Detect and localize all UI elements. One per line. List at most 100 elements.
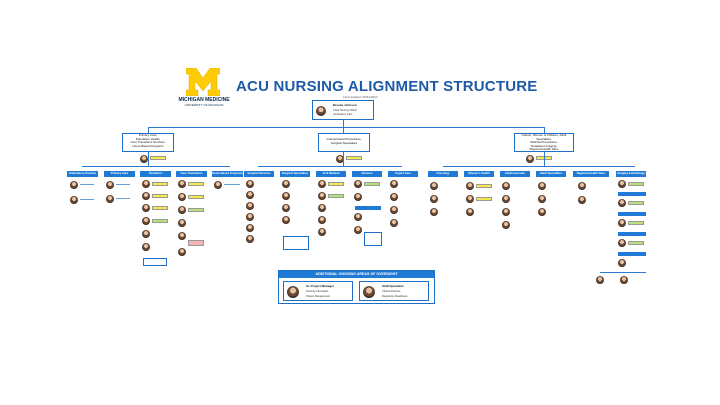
connector-horizontal — [148, 127, 544, 128]
connector — [148, 127, 149, 133]
oversight-name: Staff Specialist — [382, 284, 404, 288]
oversight-card: Sr. Project Manager Nursing Informatics … — [283, 281, 353, 301]
leader-photo — [316, 106, 326, 116]
staff-photo — [538, 195, 546, 203]
oversight-name: Sr. Project Manager — [306, 284, 335, 288]
connector-horizontal — [82, 166, 230, 167]
division-box-procedures: Interventional Procedures, Surgical Spec… — [318, 133, 370, 152]
connector — [343, 127, 344, 133]
connector-horizontal — [443, 166, 635, 167]
staff-badge — [364, 182, 380, 186]
staff-photo — [282, 216, 290, 224]
staff-photo — [318, 204, 326, 212]
connector — [148, 152, 149, 166]
staff-photo — [618, 199, 626, 207]
staff-photo — [142, 192, 150, 200]
staff-photo — [142, 204, 150, 212]
staff-photo — [618, 180, 626, 188]
staff-photo — [318, 180, 326, 188]
staff-photo — [282, 180, 290, 188]
director-badge — [346, 156, 362, 160]
staff-text — [80, 199, 94, 200]
staff-photo — [142, 230, 150, 238]
staff-photo — [538, 182, 546, 190]
staff-photo — [282, 192, 290, 200]
column-header: Urgent Care — [388, 171, 418, 177]
column-header: Primary Care — [104, 171, 135, 177]
connector — [343, 152, 344, 166]
director-photo — [526, 155, 534, 163]
column-header: Cardiovascular — [500, 171, 530, 177]
staff-photo — [246, 191, 254, 199]
staff-photo — [287, 286, 299, 298]
staff-photo — [246, 224, 254, 232]
staff-photo — [178, 232, 186, 240]
division-line: Cancer, Women & Children, Adult Specialt… — [521, 133, 567, 141]
staff-photo — [318, 192, 326, 200]
sub-header — [618, 252, 646, 256]
page-title: ACU NURSING ALIGNMENT STRUCTURE — [236, 78, 538, 95]
division-line: Regional Health Sites — [529, 147, 559, 152]
staff-photo — [578, 196, 586, 204]
staff-photo — [430, 208, 438, 216]
division-line: Home Based Programs — [132, 143, 164, 148]
staff-text — [224, 184, 240, 185]
staff-badge — [152, 219, 168, 223]
staff-photo — [390, 180, 398, 188]
staff-badge — [476, 197, 492, 201]
staff-photo — [70, 181, 78, 189]
staff-photo — [363, 286, 375, 298]
top-leader-box: Brooke Johnson Chief Nursing Officer Amb… — [312, 100, 374, 120]
staff-photo — [466, 182, 474, 190]
sub-header — [618, 192, 646, 196]
staff-badge — [628, 201, 644, 205]
column-header: Ambulatory Practice — [67, 171, 98, 177]
oversight-detail: Project Management — [306, 295, 330, 298]
staff-badge — [188, 182, 204, 186]
note-box — [143, 258, 167, 266]
additional-oversight-box: ADDITIONAL ONGOING AREAS OF OVERSIGHT Sr… — [278, 270, 435, 304]
division-box-primary-care: Primary Care, Population Health, Care Tr… — [122, 133, 174, 152]
staff-photo — [142, 217, 150, 225]
staff-photo — [502, 208, 510, 216]
leader-unit: Ambulatory Care — [333, 113, 353, 116]
staff-photo — [354, 193, 362, 201]
column-header: GI & Medical Procedures — [316, 171, 346, 177]
connector — [544, 127, 545, 133]
staff-badge — [188, 208, 204, 212]
column-header: Surgical Services — [244, 171, 274, 177]
staff-photo — [246, 180, 254, 188]
staff-badge — [328, 194, 344, 198]
column-header: Regional Health Sites — [573, 171, 609, 177]
sub-header — [618, 212, 646, 216]
staff-photo — [502, 182, 510, 190]
staff-photo — [390, 193, 398, 201]
leader-role: Chief Nursing Officer — [333, 109, 358, 112]
staff-text — [116, 184, 130, 185]
additional-oversight-title: ADDITIONAL ONGOING AREAS OF OVERSIGHT — [279, 271, 434, 278]
division-line: Medical Procedures, — [530, 140, 558, 145]
staff-photo — [390, 219, 398, 227]
staff-photo — [618, 259, 626, 267]
staff-photo — [246, 235, 254, 243]
director-badge — [150, 156, 166, 160]
staff-photo — [318, 216, 326, 224]
division-line: Outpatient Imaging, — [530, 143, 558, 148]
staff-photo — [318, 228, 326, 236]
staff-photo — [354, 180, 362, 188]
column-header: Oncology — [428, 171, 458, 177]
column-header: Infusion — [352, 171, 382, 177]
column-header: Home Based Programs — [212, 171, 243, 177]
column-header: Adult Specialties — [536, 171, 566, 177]
column-header: Care Transitions — [176, 171, 207, 177]
staff-badge — [628, 221, 644, 225]
connector — [544, 152, 545, 166]
column-header: Imaging & Radiology — [616, 171, 646, 177]
staff-badge — [628, 241, 644, 245]
sub-header — [618, 232, 646, 236]
staff-photo — [502, 195, 510, 203]
staff-photo — [142, 243, 150, 251]
connector — [343, 120, 344, 127]
staff-photo — [246, 213, 254, 221]
column-header: Surgical Specialties — [280, 171, 310, 177]
